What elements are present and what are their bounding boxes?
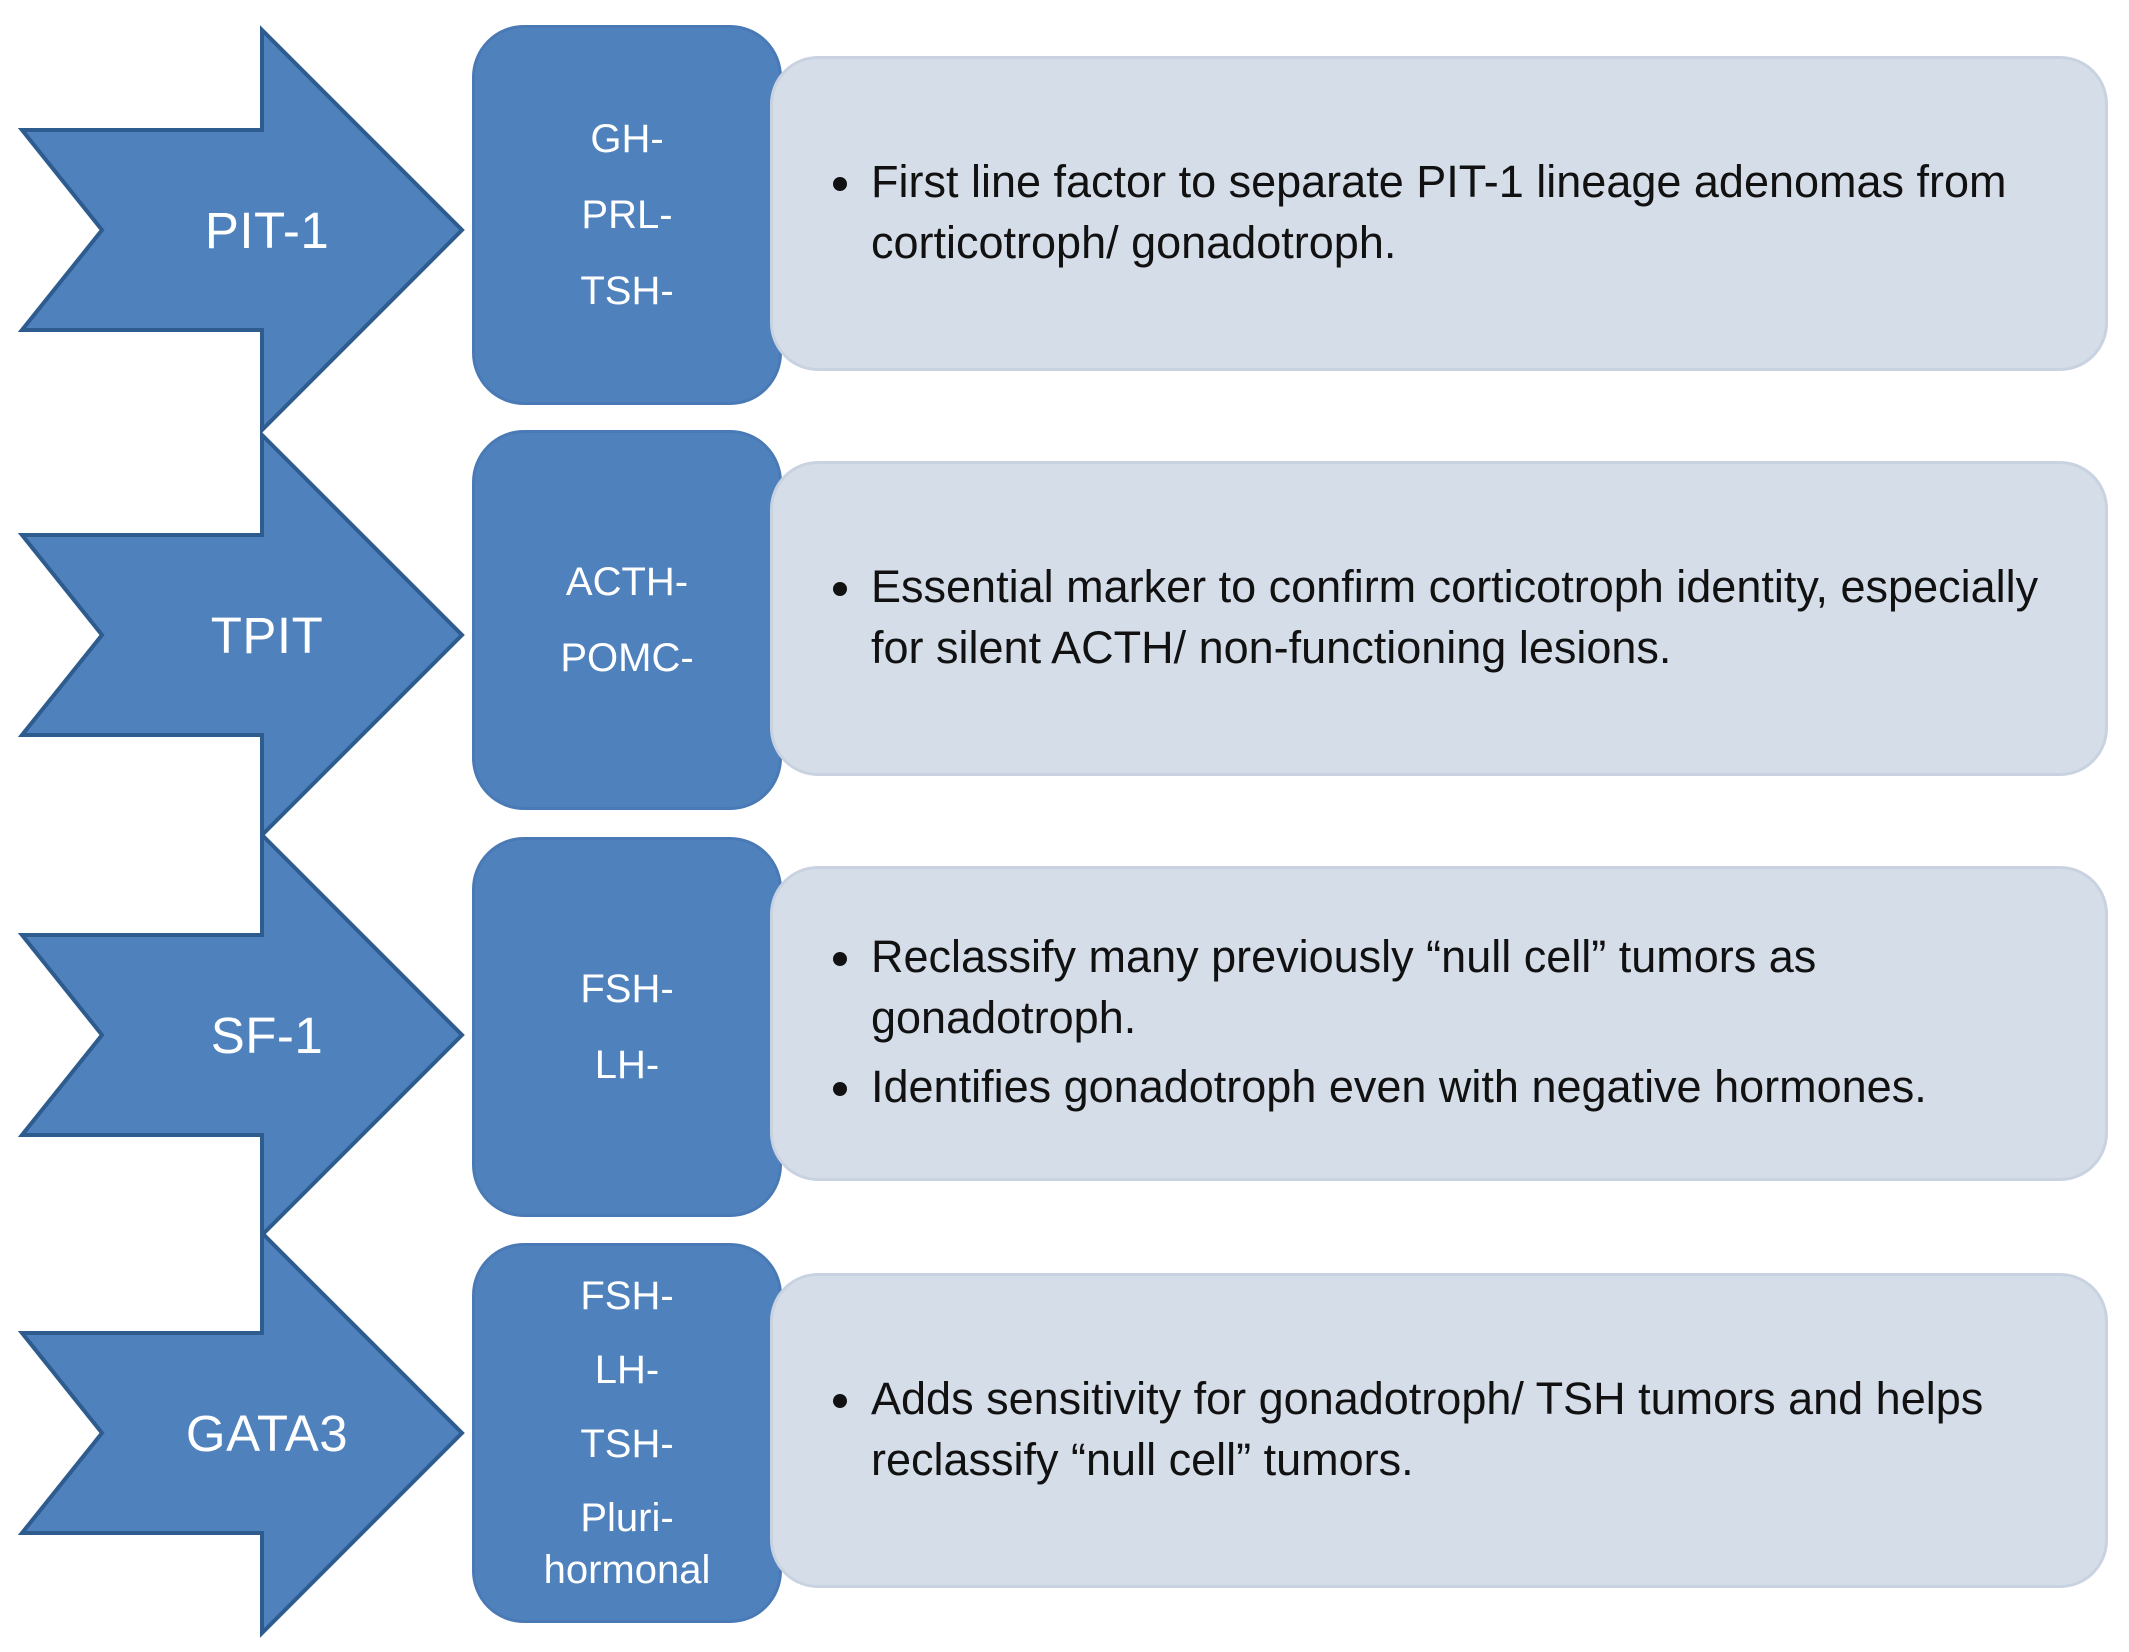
arrow-shape-icon <box>17 25 465 435</box>
row-sf1: SF-1 FSH- LH- Reclassify many previously… <box>0 810 2129 1240</box>
description-box: First line factor to separate PIT-1 line… <box>770 56 2108 371</box>
row-gata3: GATA3 FSH- LH- TSH- Pluri- hormonal Adds… <box>0 1215 2129 1638</box>
hormone-label: GH- <box>590 117 664 161</box>
bullet-list: Essential marker to confirm corticotroph… <box>833 552 2065 686</box>
bullet-list: Adds sensitivity for gonadotroph/ TSH tu… <box>833 1364 2065 1498</box>
hormone-label: LH- <box>594 1348 660 1392</box>
bullet-item: Reclassify many previously “null cell” t… <box>833 926 2065 1048</box>
factor-label: TPIT <box>210 606 324 664</box>
bullet-item: Identifies gonadotroph even with negativ… <box>833 1056 2065 1117</box>
row-tpit: TPIT ACTH- POMC- Essential marker to con… <box>0 405 2129 840</box>
tpit-arrow: TPIT <box>17 430 465 840</box>
pit1-arrow: PIT-1 <box>17 25 465 435</box>
arrow-shape-icon <box>17 1228 465 1638</box>
bullet-item: Adds sensitivity for gonadotroph/ TSH tu… <box>833 1368 2065 1490</box>
gata3-arrow: GATA3 <box>17 1228 465 1638</box>
hormone-label: FSH- <box>580 967 674 1011</box>
factor-label: SF-1 <box>210 1006 324 1064</box>
bullet-item: Essential marker to confirm corticotroph… <box>833 556 2065 678</box>
hormone-box: ACTH- POMC- <box>472 430 782 810</box>
hormone-label: POMC- <box>560 636 694 680</box>
description-box: Reclassify many previously “null cell” t… <box>770 866 2108 1181</box>
hormone-label: PRL- <box>581 193 673 237</box>
hormone-label: FSH- <box>580 1274 674 1318</box>
bullet-item: First line factor to separate PIT-1 line… <box>833 151 2065 273</box>
hormone-box: FSH- LH- TSH- Pluri- hormonal <box>472 1243 782 1623</box>
factor-label: PIT-1 <box>204 201 330 259</box>
hormone-label: TSH- <box>580 269 674 313</box>
hormone-label: ACTH- <box>565 560 689 604</box>
factor-label: GATA3 <box>185 1404 349 1462</box>
description-box: Adds sensitivity for gonadotroph/ TSH tu… <box>770 1273 2108 1588</box>
hormone-label: hormonal <box>543 1548 711 1592</box>
hormone-label: Pluri- <box>580 1496 674 1540</box>
description-box: Essential marker to confirm corticotroph… <box>770 461 2108 776</box>
hormone-label: LH- <box>594 1043 660 1087</box>
bullet-list: First line factor to separate PIT-1 line… <box>833 147 2065 281</box>
hormone-box: GH- PRL- TSH- <box>472 25 782 405</box>
bullet-list: Reclassify many previously “null cell” t… <box>833 922 2065 1125</box>
row-pit1: PIT-1 GH- PRL- TSH- First line factor to… <box>0 0 2129 435</box>
hormone-box: FSH- LH- <box>472 837 782 1217</box>
sf1-arrow: SF-1 <box>17 830 465 1240</box>
hormone-label: TSH- <box>580 1422 674 1466</box>
